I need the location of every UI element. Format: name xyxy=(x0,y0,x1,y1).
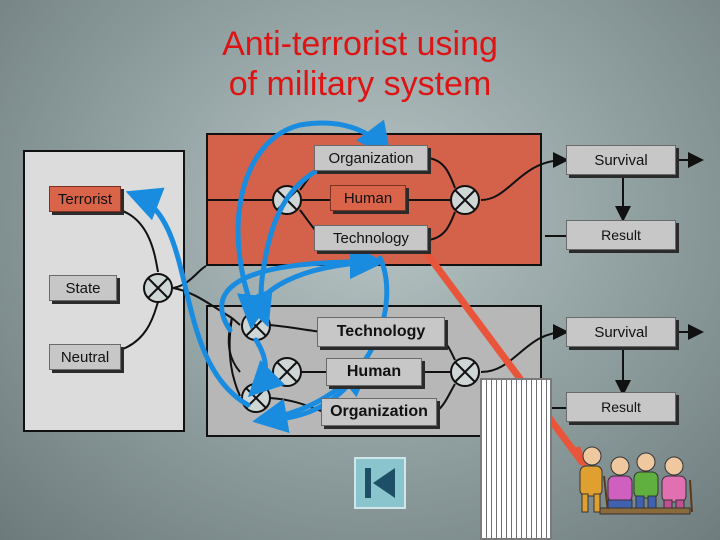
upper-human-label: Human xyxy=(330,185,406,211)
upper-survival-label: Survival xyxy=(566,145,676,175)
lower-human-label: Human xyxy=(326,358,422,386)
slide-title: Anti-terrorist using of military system xyxy=(120,24,600,104)
upper-technology-label: Technology xyxy=(314,225,428,251)
back-navigation-icon[interactable] xyxy=(354,457,406,509)
upper-organization-label: Organization xyxy=(314,145,428,171)
upper-result-label: Result xyxy=(566,220,676,250)
lower-technology-label: Technology xyxy=(317,317,445,347)
lower-result-label: Result xyxy=(566,392,676,422)
lower-survival-label: Survival xyxy=(566,317,676,347)
title-line-1: Anti-terrorist using xyxy=(222,25,498,63)
terrorist-label: Terrorist xyxy=(49,186,121,212)
neutral-label: Neutral xyxy=(49,344,121,370)
multiplier-node-icon xyxy=(143,185,480,413)
back-navigation-glyph xyxy=(365,468,395,498)
title-line-2: of military system xyxy=(228,65,492,103)
building-illustration xyxy=(480,378,552,540)
lower-organization-label: Organization xyxy=(321,398,437,426)
elderly-people-clipart xyxy=(579,446,693,515)
state-label: State xyxy=(49,275,117,301)
